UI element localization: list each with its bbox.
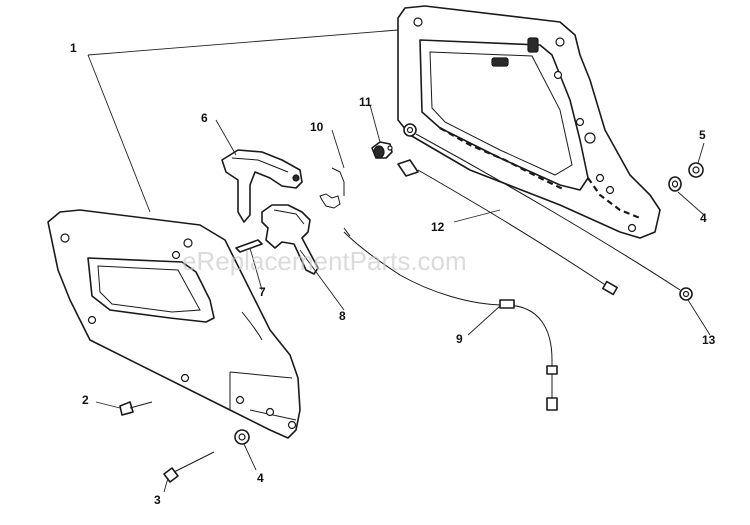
callout-8: 8 — [339, 309, 346, 323]
callout-4-upper: 4 — [700, 211, 707, 225]
cable-part-9 — [343, 227, 558, 411]
callout-4-lower: 4 — [257, 471, 264, 485]
callout-1: 1 — [70, 41, 77, 55]
callout-3: 3 — [154, 493, 161, 507]
knob-part-11 — [371, 141, 393, 159]
callout-5: 5 — [699, 128, 706, 142]
callout-6: 6 — [201, 111, 208, 125]
leader-lines — [87, 29, 711, 493]
spring-part-10 — [319, 167, 345, 209]
callout-10: 10 — [310, 120, 324, 134]
bolt-part-3 — [163, 451, 215, 483]
cable-part-12 — [397, 159, 618, 296]
washer-part-4-lower — [234, 429, 250, 445]
callout-9: 9 — [456, 332, 463, 346]
callout-11: 11 — [359, 95, 372, 109]
bracket-part-6 — [221, 149, 303, 223]
watermark-text: eReplacementParts.com — [182, 246, 467, 276]
lever-part-8 — [261, 204, 319, 275]
callout-labels: 1 2 3 4 4 5 6 7 8 9 10 11 12 13 — [70, 41, 716, 507]
pin-part-7 — [235, 239, 263, 253]
callout-2: 2 — [82, 393, 89, 407]
callout-7: 7 — [259, 285, 266, 299]
nut-part-5 — [688, 162, 704, 178]
screw-part-2 — [119, 401, 153, 416]
callout-13: 13 — [702, 333, 716, 347]
callout-12: 12 — [431, 220, 445, 234]
washer-part-4-upper — [668, 176, 682, 192]
side-panel-right — [397, 5, 661, 239]
rod-part-13 — [403, 123, 693, 301]
side-panel-left — [47, 209, 301, 439]
